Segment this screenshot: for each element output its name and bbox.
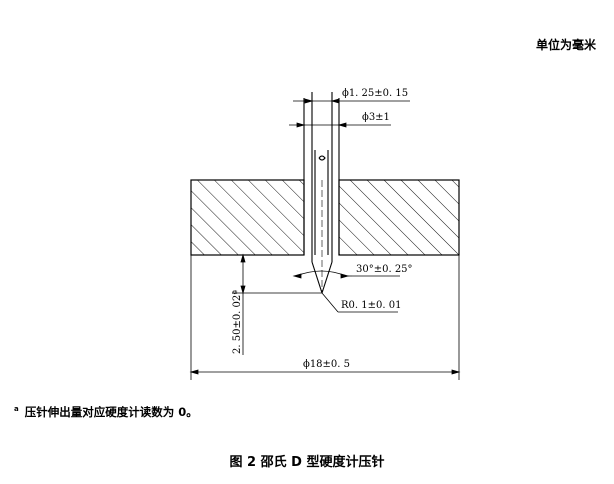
dim-tip-diameter — [293, 98, 410, 104]
footnote: a 压针伸出量对应硬度计读数为 0。 — [14, 404, 198, 420]
dim-protrusion — [232, 253, 322, 355]
dim-protrusion-label: 2. 50±0. 02ª — [232, 290, 243, 354]
unit-note: 单位为毫米 — [535, 38, 596, 52]
dim-tip-diameter-label: ϕ1. 25±0. 15 — [342, 88, 408, 99]
dim-tip-radius — [321, 292, 398, 313]
dim-tip-radius-label: R0. 1±0. 01 — [341, 300, 401, 311]
dim-shaft-diameter — [289, 122, 391, 128]
dim-shaft-diameter-label: ϕ3±1 — [362, 112, 390, 123]
dim-cone-angle-label: 30°±0. 25° — [356, 264, 413, 275]
footnote-marker: a — [14, 405, 19, 414]
indenter-drawing: ϕ1. 25±0. 15 ϕ3±1 30°±0. 25° R0. 1±0. 01… — [189, 88, 461, 380]
presser-foot-block — [190, 179, 460, 256]
dim-base-diameter-label: ϕ18±0. 5 — [303, 359, 350, 370]
dim-cone-angle — [292, 270, 400, 279]
indenter-needle — [303, 92, 340, 294]
figure-caption: 图 2 邵氏 D 型硬度计压针 — [229, 455, 385, 470]
footnote-text: 压针伸出量对应硬度计读数为 0。 — [24, 405, 198, 419]
dim-base-diameter — [189, 255, 461, 380]
